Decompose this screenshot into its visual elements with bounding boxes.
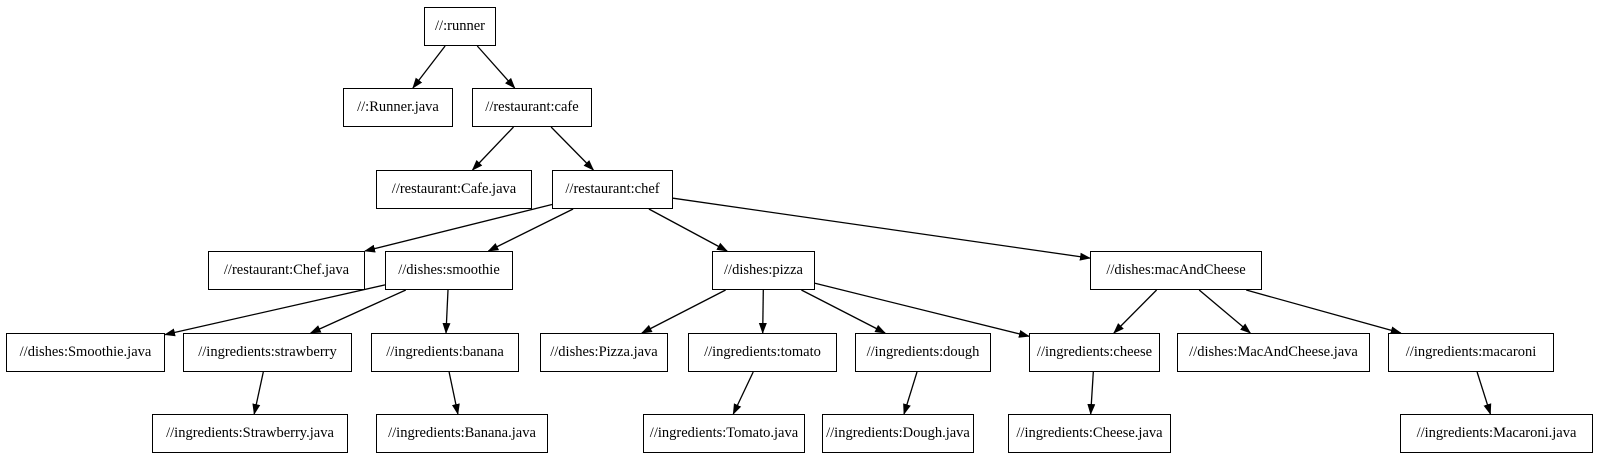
graph-node-mac_and_cheese_java: //dishes:MacAndCheese.java	[1177, 333, 1370, 372]
graph-node-chef: //restaurant:chef	[552, 170, 673, 209]
graph-node-dough_java: //ingredients:Dough.java	[822, 414, 974, 453]
graph-node-strawberry: //ingredients:strawberry	[183, 333, 352, 372]
graph-node-macaroni_java: //ingredients:Macaroni.java	[1400, 414, 1593, 453]
graph-node-chef_java: //restaurant:Chef.java	[208, 251, 365, 290]
graph-node-tomato_java: //ingredients:Tomato.java	[643, 414, 805, 453]
graph-node-smoothie: //dishes:smoothie	[385, 251, 513, 290]
graph-node-cheese: //ingredients:cheese	[1029, 333, 1160, 372]
graph-node-banana_java: //ingredients:Banana.java	[376, 414, 548, 453]
graph-node-banana: //ingredients:banana	[371, 333, 519, 372]
graph-node-pizza_java: //dishes:Pizza.java	[540, 333, 668, 372]
graph-node-mac_and_cheese: //dishes:macAndCheese	[1090, 251, 1262, 290]
graph-node-tomato: //ingredients:tomato	[688, 333, 837, 372]
graph-node-dough: //ingredients:dough	[855, 333, 991, 372]
graph-node-runner: //:runner	[424, 7, 496, 46]
graph-node-cheese_java: //ingredients:Cheese.java	[1008, 414, 1171, 453]
graph-node-macaroni: //ingredients:macaroni	[1388, 333, 1554, 372]
graph-node-cafe_java: //restaurant:Cafe.java	[376, 170, 532, 209]
graph-node-pizza: //dishes:pizza	[712, 251, 815, 290]
graph-node-strawberry_java: //ingredients:Strawberry.java	[152, 414, 348, 453]
graph-node-cafe: //restaurant:cafe	[472, 88, 592, 127]
graph-node-smoothie_java: //dishes:Smoothie.java	[6, 333, 165, 372]
graph-node-runner_java: //:Runner.java	[343, 88, 453, 127]
